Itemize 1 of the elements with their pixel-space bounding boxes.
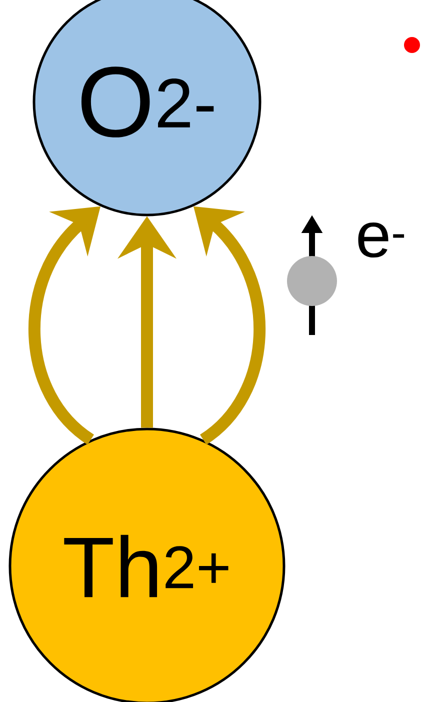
electron-label: e$^{-}$ [358, 222, 404, 258]
